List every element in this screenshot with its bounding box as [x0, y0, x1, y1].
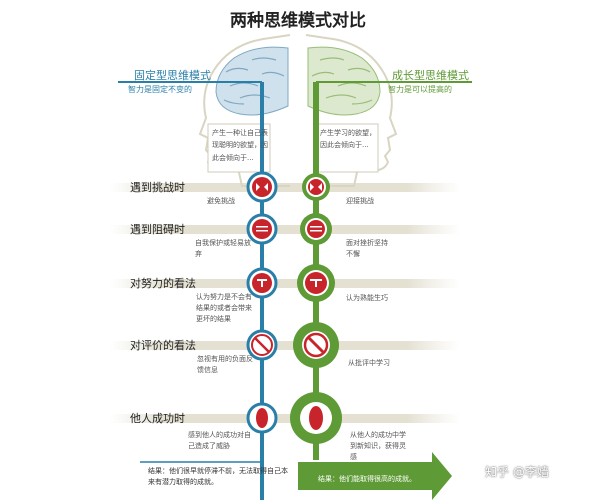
page-title: 两种思维模式对比	[230, 11, 366, 31]
growth-desc-effort: 认为熟能生巧	[346, 294, 388, 302]
growth-desc-challenge: 迎接挑战	[346, 197, 374, 205]
growth-mindset-subtitle: 智力是可以提高的	[388, 85, 452, 94]
fixed-conclusion: 结果：他们很早就停滞不前，无法取得自己本来有潜力取得的成就。	[148, 467, 288, 487]
fixed-desc-obstacle: 自我保护或轻易放弃	[195, 239, 251, 259]
growth-result-arrow	[298, 452, 452, 500]
growth-thought-text: 产生学习的欲望，因此会倾向于...	[320, 129, 376, 150]
fixed-desc-effort: 认为努力是不会有结果的或者会带来更坏的结果	[196, 293, 252, 324]
scenario-label-obstacle: 遇到阻碍时	[130, 223, 185, 236]
scenario-label-success: 他人成功时	[130, 412, 185, 425]
growth-desc-success: 从他人的成功中学到新知识，获得灵感	[350, 431, 406, 462]
fixed-desc-challenge: 避免挑战	[207, 197, 235, 205]
growth-desc-criticism: 从批评中学习	[348, 359, 390, 367]
growth-mindset-title: 成长型思维模式	[392, 69, 469, 82]
scenario-label-criticism: 对评价的看法	[130, 339, 196, 352]
growth-conclusion: 结果：他们能取得很高的成就。	[318, 475, 416, 483]
fixed-desc-criticism: 忽视有用的负面反馈信息	[197, 355, 253, 375]
growth-desc-obstacle: 面对挫折坚持不懈	[346, 239, 388, 259]
scenario-label-effort: 对努力的看法	[130, 277, 196, 290]
fixed-thought-text: 产生一种让自己表现聪明的欲望，因此会倾向于...	[212, 129, 268, 162]
scenario-label-challenge: 遇到挑战时	[130, 181, 185, 194]
fixed-desc-success: 感到他人的成功对自己造成了威胁	[188, 431, 251, 451]
fixed-mindset-title: 固定型思维模式	[134, 69, 211, 82]
scenario-bands	[110, 183, 460, 423]
watermark: 知乎 @李嫱	[485, 465, 549, 479]
fixed-mindset-subtitle: 智力是固定不变的	[128, 85, 192, 94]
